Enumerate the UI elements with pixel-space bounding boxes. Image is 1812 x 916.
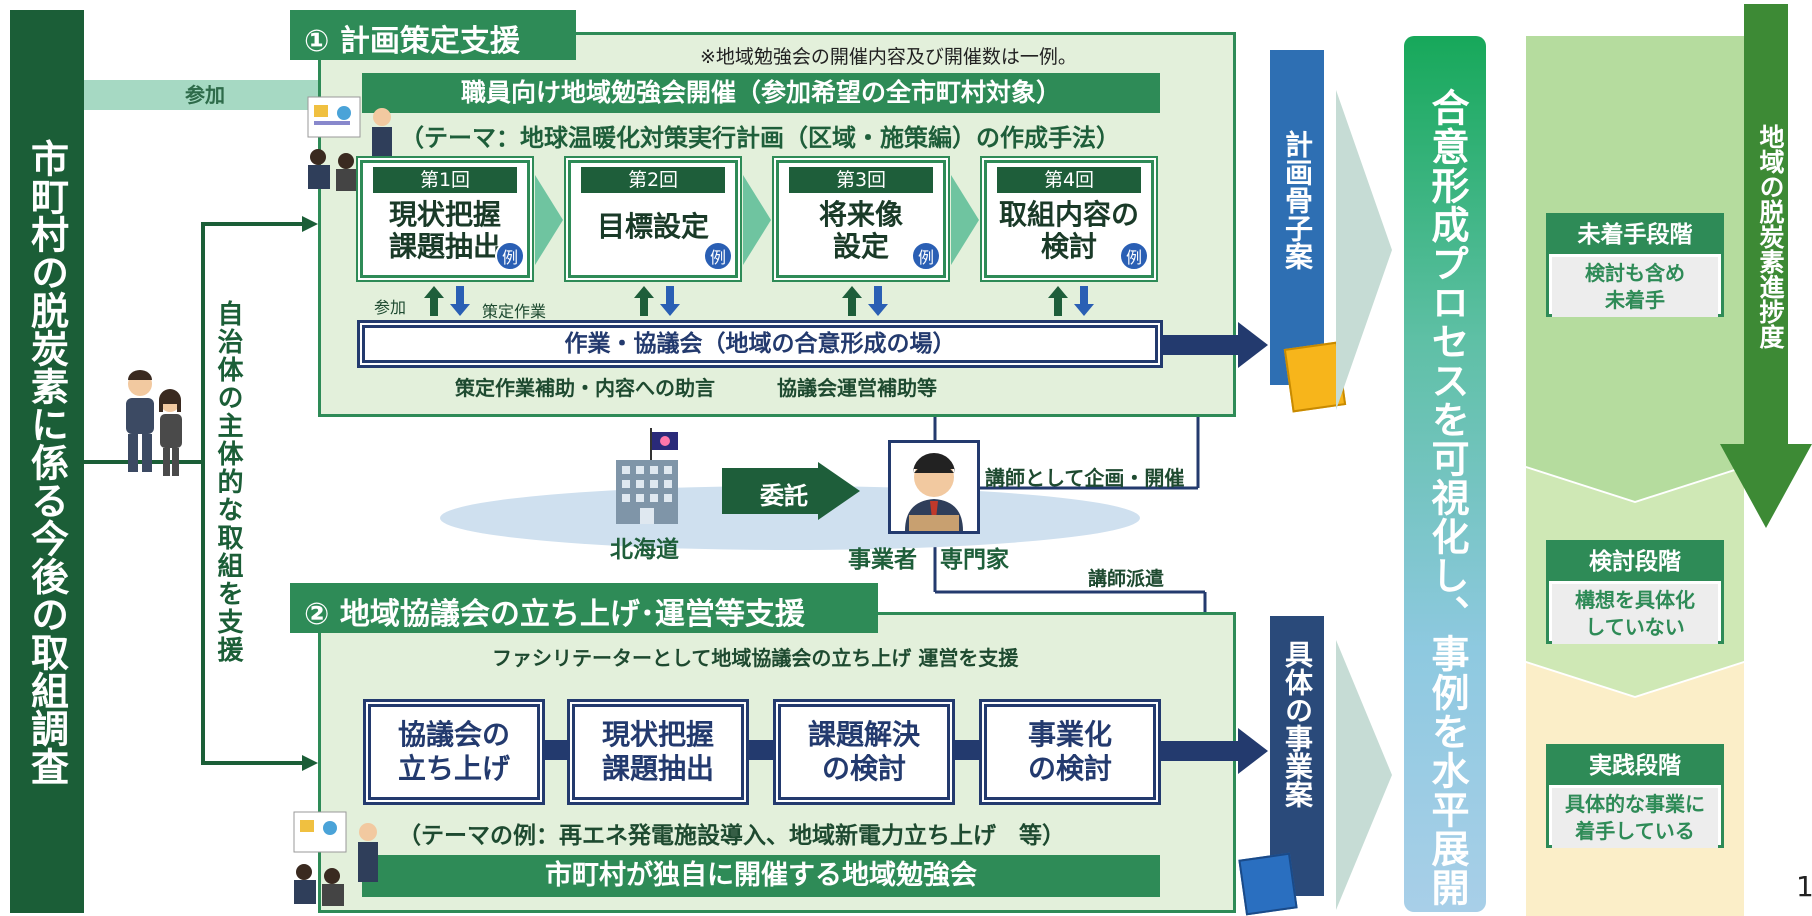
book-icon-2 xyxy=(1238,852,1298,916)
step-4: 事業化 の検討 xyxy=(984,704,1156,800)
lecturer-plan-label: 講師として企画・開催 xyxy=(985,466,1185,490)
entrust-label: 委託 xyxy=(760,482,808,510)
page-number: 1 xyxy=(1796,870,1812,903)
step-4-line1: 事業化 xyxy=(1027,718,1112,751)
stage-2-title: 検討段階 xyxy=(1549,543,1721,581)
stage-2-line2: していない xyxy=(1585,615,1685,639)
label-work: 策定作業 xyxy=(482,302,547,321)
meeting-icon xyxy=(300,95,400,195)
stage-3-desc: 具体的な事業に 着手している xyxy=(1552,788,1718,848)
plan-outline-label: 計画骨子案 xyxy=(1281,130,1314,270)
business-label: 事業者 xyxy=(848,547,917,573)
meeting-icon-2 xyxy=(286,810,386,910)
step-4-line2: の検討 xyxy=(1027,752,1112,785)
facilitator-label: ファシリテーターとして地域協議会の立ち上げ 運営を支援 xyxy=(492,646,1019,670)
session-2-line1: 目標設定 xyxy=(596,210,709,243)
section1-banner: 職員向け地域勉強会開催（参加希望の全市町村対象） xyxy=(362,73,1160,113)
section2-banner: 市町村が独自に開催する地域勉強会 xyxy=(362,855,1160,897)
section1-theme: （テーマ：地球温暖化対策実行計画（区域・施策編）の作成手法） xyxy=(400,124,1120,152)
session-chevron-3 xyxy=(951,175,979,265)
session-chevron-1 xyxy=(535,175,563,265)
stage-1: 未着手段階 検討も含め 未着手 xyxy=(1546,213,1724,317)
section2-theme: （テーマの例：再エネ発電施設導入、地域新電力立ち上げ 等） xyxy=(398,823,1065,849)
left-title-band: 市町村の脱炭素に係る今後の取組調査 xyxy=(10,10,84,913)
session-4-number: 第4回 xyxy=(997,167,1141,193)
section2-title: ② 地域協議会の立ち上げ･運営等支援 xyxy=(290,583,878,633)
entrust-arrow xyxy=(722,462,860,520)
projects-chevron xyxy=(1336,640,1392,910)
step-1-line1: 協議会の xyxy=(397,718,510,751)
step-3-line1: 課題解決 xyxy=(807,718,920,751)
stage-3-line2: 着手している xyxy=(1575,819,1695,843)
projects-label: 具体の事業案 xyxy=(1281,640,1314,808)
participate-label: 参加 xyxy=(185,83,225,107)
step-2: 現状把握 課題抽出 xyxy=(572,704,744,800)
session-3-line2: 設定 xyxy=(832,230,889,263)
support-left-label: 策定作業補助・内容への助言 xyxy=(455,376,715,400)
council-box: 作業・協議会（地域の合意形成の場） xyxy=(362,325,1158,363)
plan-outline-box xyxy=(1270,50,1324,385)
projects-box xyxy=(1270,616,1324,896)
stage-2-line1: 構想を具体化 xyxy=(1575,588,1695,612)
example-badge-3: 例 xyxy=(911,241,941,271)
stage-3: 実践段階 具体的な事業に 着手している xyxy=(1546,744,1724,848)
step-1-line2: 立ち上げ xyxy=(397,752,510,785)
progress-label: 地域の脱炭素進捗度 xyxy=(1756,124,1785,349)
stage-1-title: 未着手段階 xyxy=(1549,216,1721,254)
stage-3-title: 実践段階 xyxy=(1549,747,1721,785)
session-1: 第1回 現状把握 課題抽出 例 xyxy=(360,160,530,278)
expert-portrait xyxy=(888,440,980,534)
session-1-line2: 課題抽出 xyxy=(388,230,501,263)
stage-2: 検討段階 構想を具体化 していない xyxy=(1546,540,1724,644)
updown-arrows-1 xyxy=(424,286,470,316)
example-badge-2: 例 xyxy=(703,241,733,271)
section1-title: ① 計画策定支援 xyxy=(290,10,576,60)
session-3-number: 第3回 xyxy=(789,167,933,193)
support-right-label: 協議会運営補助等 xyxy=(777,376,937,400)
council-label: 作業・協議会（地域の合意形成の場） xyxy=(564,331,956,357)
session-chevron-2 xyxy=(743,175,771,265)
session-1-number: 第1回 xyxy=(373,167,517,193)
steps-arrow xyxy=(1160,728,1268,774)
example-badge-4: 例 xyxy=(1119,241,1149,271)
left-title: 市町村の脱炭素に係る今後の取組調査 xyxy=(24,138,69,785)
lecturer-dispatch-label: 講師派遣 xyxy=(1088,568,1165,590)
updown-arrows-3 xyxy=(842,286,888,316)
session-2-number: 第2回 xyxy=(581,167,725,193)
stage-1-desc: 検討も含め 未着手 xyxy=(1552,257,1718,317)
people-icon xyxy=(118,368,188,478)
step-2-line1: 現状把握 xyxy=(601,718,714,751)
session-3-line1: 将来像 xyxy=(818,198,903,231)
example-badge-1: 例 xyxy=(495,241,525,271)
session-4-line1: 取組内容の xyxy=(998,198,1139,231)
step-1: 協議会の 立ち上げ xyxy=(368,704,540,800)
consensus-column xyxy=(1404,36,1486,912)
building-icon xyxy=(612,428,682,526)
stage-1-line2: 未着手 xyxy=(1605,288,1665,312)
stage-3-line1: 具体的な事業に xyxy=(1565,792,1705,816)
session-2: 第2回 目標設定 例 xyxy=(568,160,738,278)
session-1-line1: 現状把握 xyxy=(388,198,501,231)
stage-1-line1: 検討も含め xyxy=(1585,261,1685,285)
plan-chevron xyxy=(1336,90,1392,410)
vertical-support-label: 自治体の主体的な取組を支援 xyxy=(213,300,243,664)
session-4-line2: 検討 xyxy=(1040,230,1097,263)
participate-arrow xyxy=(84,80,334,110)
section1-note: ※地域勉強会の開催内容及び開催数は一例。 xyxy=(700,46,1077,68)
session-4: 第4回 取組内容の 検討 例 xyxy=(984,160,1154,278)
updown-arrows-2 xyxy=(634,286,680,316)
consensus-label: 合意形成プロセスを可視化し、事例を水平展開 xyxy=(1425,88,1469,907)
session-3: 第3回 将来像 設定 例 xyxy=(776,160,946,278)
updown-arrows-4 xyxy=(1048,286,1094,316)
council-arrow xyxy=(1160,322,1268,368)
label-participate: 参加 xyxy=(374,298,407,317)
expert-label: 専門家 xyxy=(940,547,1009,573)
step-3-line2: の検討 xyxy=(821,752,906,785)
step-3: 課題解決 の検討 xyxy=(778,704,950,800)
progress-arrow xyxy=(1720,4,1812,528)
step-2-line2: 課題抽出 xyxy=(601,752,714,785)
stage-2-desc: 構想を具体化 していない xyxy=(1552,584,1718,644)
hokkaido-label: 北海道 xyxy=(610,537,679,563)
